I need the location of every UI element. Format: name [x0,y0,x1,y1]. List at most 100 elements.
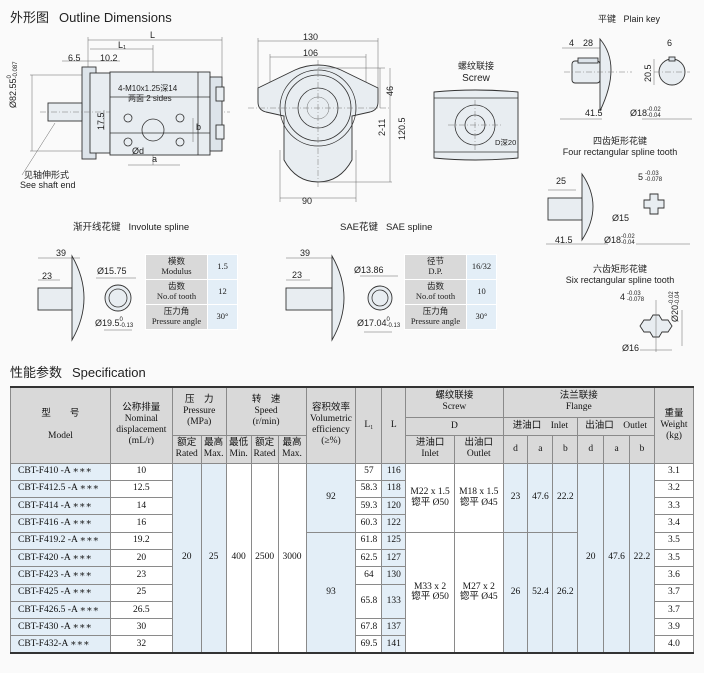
involute-spline-drawing [37,254,136,342]
table-row: CBT-F412.5 -A ∗∗∗ 12.5 58.3 118 3.2 [10,479,695,499]
table-row: CBT-F416 -A ∗∗∗ 16 60.3 122 3.4 [10,514,695,533]
param-cn: 压力角 [422,306,449,317]
bolt-hole [123,137,133,147]
four-spline-title-en: Four rectangular spline tooth [562,147,678,157]
displacement-cell: 16 [109,514,173,533]
header-screw-D: D [405,416,504,436]
header-inlet-a: a [527,434,554,464]
dim-10-2: 10.2 [100,53,118,63]
rear-nut [215,86,225,102]
tol-lower: -0.078 [645,176,663,183]
param-en: No.of tooth [156,291,197,301]
header-cn: 最低 [229,438,249,449]
param-cn: 压力角 [163,306,190,317]
efficiency-cell: 92 [305,462,357,533]
dim-dia13-86: Ø13.86 [354,265,384,275]
dim-L: L [150,30,156,40]
flange-profile [599,37,612,112]
dim-w5: 5-0.03-0.078 [638,171,663,183]
model-cell: CBT-F416 -A ∗∗∗ [10,514,111,533]
tol-lower: -0.04 [674,291,681,305]
header-cn: 最高 [204,438,224,449]
header-en: Inlet [421,449,439,459]
model-cell: CBT-F423 -A ∗∗∗ [10,566,111,585]
flange-inlet-b-cell: 26.2 [552,531,579,654]
L1-cell: 62.5 [355,548,383,568]
involute-title-en: Involute spline [128,222,190,233]
L-cell: 133 [381,583,407,620]
flange-inlet-a-cell: 52.4 [527,531,554,654]
dia-value: Ø17.04 [357,318,387,328]
width-value: 5 [638,172,644,182]
header-en: Weight [660,419,688,430]
tol-lower: -0.04 [621,239,635,246]
tol-upper: 0 [386,317,390,324]
plain-key-title-cn: 平键 [598,14,617,24]
key [577,57,599,64]
header-cn: 重量 [664,408,684,419]
header-L1: L₁ [355,386,383,464]
displacement-cell: 20 [109,548,173,568]
header-en: Pressure [183,405,216,416]
dim-20-5: 20.5 [643,64,653,82]
rear-nut [215,124,225,140]
L-cell: 127 [381,548,407,568]
param-value: 30° [466,304,497,330]
spec-title-en: Specification [72,365,146,380]
tol-upper: 0 [119,317,123,324]
dim-dia15: Ø15 [612,213,630,223]
model-cell: CBT-F412.5 -A ∗∗∗ [10,479,111,499]
plain-key-title-en: Plain key [623,14,661,24]
L-cell: 130 [381,566,407,585]
L1-cell: 64 [355,566,383,585]
pressure-rated-cell: 20 [171,462,202,654]
efficiency-cell: 93 [305,531,357,654]
dim-28: 28 [583,38,594,48]
model-cell: CBT-F425 -A ∗∗∗ [10,583,111,602]
flange-outlet-d-cell: 20 [577,462,605,654]
screw-title-en: Screw [462,73,490,84]
bolt-hole [123,113,133,123]
spline-section [643,193,665,215]
flange-profile [331,254,345,342]
header-outlet-d: d [577,434,605,464]
L-cell: 116 [381,462,407,481]
dim-130: 130 [303,32,319,42]
L1-cell: 69.5 [355,635,383,654]
table-row: CBT-F419.2 -A ∗∗∗ 19.2 93 61.8 125 M33 x… [10,531,695,654]
spline-section [367,285,393,311]
header-cn: 出油口 [464,438,493,449]
thread-size: M22 x 1.5 [410,486,450,497]
four-spline-title-cn: 四齿矩形花键 [592,136,647,146]
header-en: Max. [203,449,224,459]
dim-6-5: 6.5 [68,53,81,63]
param-en: Modulus [161,266,192,276]
header-cn: 最高 [282,438,302,449]
spline-bore [371,289,389,307]
dim-17-5: 17.5 [96,112,106,130]
header-flange-inlet: 进油口 Inlet [502,416,579,436]
dia-value: Ø18 [604,235,622,245]
header-en: Model [48,430,73,441]
tol-upper: -0.02 [647,107,661,114]
dim-dia15-75: Ø15.75 [97,266,127,276]
dim-b: b [196,122,202,132]
weight-cell: 3.3 [653,497,695,516]
spotface: 锪平 Ø50 [411,592,449,603]
header-cn: 容积效率 [311,403,350,414]
weight-cell: 3.5 [653,531,695,550]
